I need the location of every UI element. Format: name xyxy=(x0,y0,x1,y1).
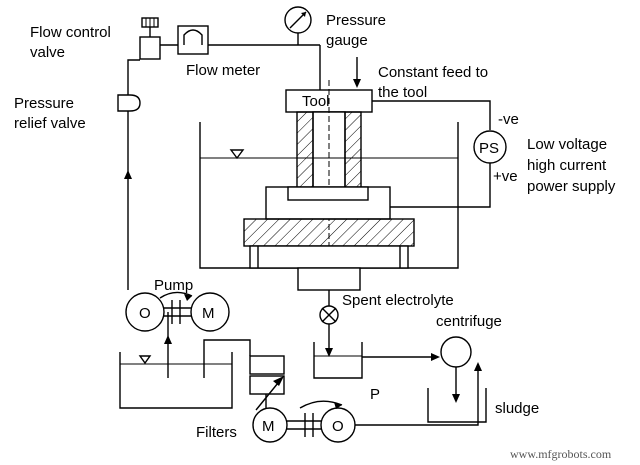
flow-control-valve xyxy=(139,17,161,60)
label-pump2-m: M xyxy=(262,418,275,435)
label-constant-feed-2: the tool xyxy=(378,84,427,101)
reservoir-tank xyxy=(119,339,251,409)
label-filters: Filters xyxy=(196,424,237,441)
spent-tank xyxy=(313,336,487,423)
label-pressure-gauge-1: Pressure xyxy=(326,12,386,29)
pump-top xyxy=(125,291,230,378)
pressure-gauge xyxy=(284,6,312,45)
label-sludge: sludge xyxy=(495,400,539,417)
tool-assembly xyxy=(285,80,373,300)
workpiece xyxy=(243,186,415,269)
label-centrifuge: centrifuge xyxy=(436,313,502,330)
label-low-voltage-1: Low voltage xyxy=(527,136,607,153)
watermark: www.mfgrobots.com xyxy=(510,447,612,461)
label-flow-control-2: valve xyxy=(30,44,65,61)
label-constant-feed-1: Constant feed to xyxy=(378,64,488,81)
label-pump2-o: O xyxy=(332,418,344,435)
label-spent-electrolyte: Spent electrolyte xyxy=(342,292,454,309)
feed-arrow xyxy=(353,57,361,88)
label-flow-control-1: Flow control xyxy=(30,24,111,41)
label-pump-o: O xyxy=(139,305,151,322)
label-low-voltage-2: high current xyxy=(527,157,607,174)
label-pump: Pump xyxy=(154,277,193,294)
label-low-voltage-3: power supply xyxy=(527,178,616,195)
flow-meter xyxy=(177,25,209,55)
label-pos-terminal: +ve xyxy=(493,168,518,185)
label-tool: Tool xyxy=(302,93,330,110)
drain xyxy=(297,267,361,357)
label-pressure-relief-2: relief valve xyxy=(14,115,86,132)
pump-bottom xyxy=(252,362,482,443)
power-supply xyxy=(372,100,507,208)
label-pressure-relief-1: Pressure xyxy=(14,95,74,112)
label-pump-m: M xyxy=(202,305,215,322)
pressure-relief-valve xyxy=(117,94,141,290)
label-pressure-gauge-2: gauge xyxy=(326,32,368,49)
label-flow-meter: Flow meter xyxy=(186,62,260,79)
label-p: P xyxy=(370,386,380,403)
filters xyxy=(249,355,285,411)
label-neg-terminal: -ve xyxy=(498,111,519,128)
label-power-supply: PS xyxy=(479,140,499,157)
